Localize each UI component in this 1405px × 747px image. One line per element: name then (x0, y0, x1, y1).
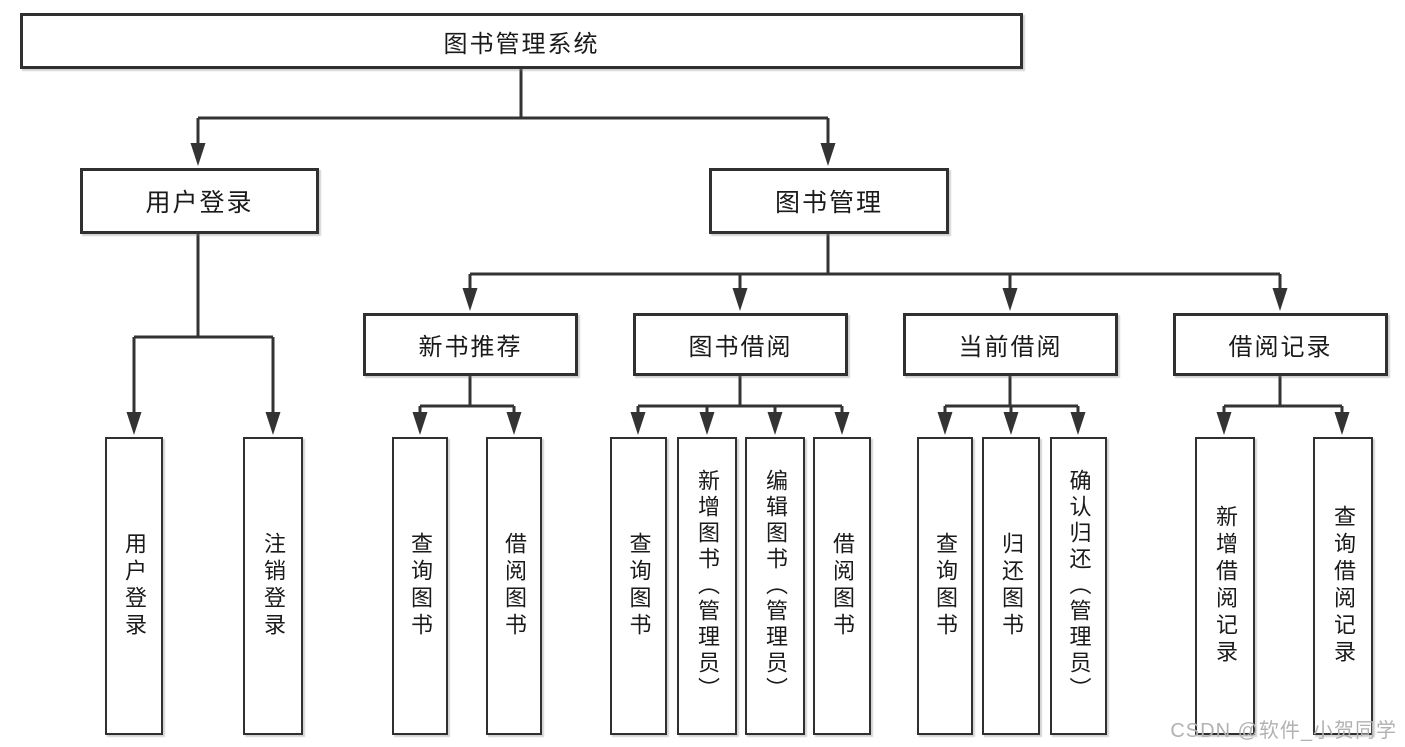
leaf-record-query-borrow-record-label: 查询借阅记录 (1331, 505, 1356, 667)
leaf-current-confirm-return-admin-label: 确认归还（管理员） (1066, 469, 1092, 703)
node-book-borrow: 图书借阅 (633, 313, 848, 376)
node-book-management: 图书管理 (709, 168, 949, 234)
connector-user-login-children (126, 234, 281, 435)
leaf-borrow-edit-books-admin-label: 编辑图书（管理员） (763, 469, 788, 703)
csdn-watermark: CSDN @软件_小贺同学 (1170, 720, 1397, 742)
leaf-newbook-borrow-books-label: 借阅图书 (502, 532, 527, 640)
leaf-record-add-borrow-record: 新增借阅记录 (1195, 437, 1255, 735)
leaf-newbook-query-books: 查询图书 (392, 437, 448, 735)
node-user-login-label: 用户登录 (145, 189, 254, 217)
leaf-logout: 注销登录 (243, 437, 303, 735)
node-root-system: 图书管理系统 (20, 13, 1023, 69)
leaf-user-login: 用户登录 (105, 437, 163, 735)
leaf-borrow-query-books-label: 查询图书 (626, 532, 652, 640)
leaf-logout-label: 注销登录 (261, 532, 286, 640)
node-book-management-label: 图书管理 (774, 189, 883, 217)
connector-book-borrow-children (630, 376, 850, 435)
node-current-borrow-label: 当前借阅 (958, 334, 1063, 361)
connector-book-mgmt-children (462, 234, 1288, 311)
node-root-system-label: 图书管理系统 (443, 30, 600, 58)
connector-borrow-record-children (1216, 376, 1350, 435)
leaf-borrow-borrow-books: 借阅图书 (813, 437, 871, 735)
leaf-current-return-books: 归还图书 (982, 437, 1040, 735)
node-borrow-record: 借阅记录 (1173, 313, 1388, 376)
leaf-current-return-books-label: 归还图书 (999, 532, 1024, 640)
connector-root-to-level2 (190, 68, 836, 166)
leaf-user-login-label: 用户登录 (122, 532, 147, 640)
leaf-current-query-books-label: 查询图书 (933, 532, 958, 640)
leaf-borrow-borrow-books-label: 借阅图书 (830, 532, 855, 640)
node-current-borrow: 当前借阅 (903, 313, 1118, 376)
node-new-book-recommend: 新书推荐 (363, 313, 578, 376)
leaf-record-query-borrow-record: 查询借阅记录 (1313, 437, 1373, 735)
leaf-borrow-edit-books-admin: 编辑图书（管理员） (745, 437, 805, 735)
leaf-current-query-books: 查询图书 (917, 437, 973, 735)
node-new-book-recommend-label: 新书推荐 (418, 334, 523, 361)
connector-new-book-children (412, 376, 522, 435)
node-borrow-record-label: 借阅记录 (1228, 334, 1333, 361)
leaf-borrow-add-books-admin: 新增图书（管理员） (677, 437, 737, 735)
leaf-newbook-query-books-label: 查询图书 (408, 532, 433, 640)
leaf-newbook-borrow-books: 借阅图书 (486, 437, 542, 735)
node-book-borrow-label: 图书借阅 (688, 334, 793, 361)
leaf-borrow-add-books-admin-label: 新增图书（管理员） (695, 469, 720, 703)
node-user-login: 用户登录 (80, 168, 319, 234)
leaf-current-confirm-return-admin: 确认归还（管理员） (1050, 437, 1107, 735)
leaf-borrow-query-books: 查询图书 (610, 437, 667, 735)
connector-current-borrow-children (937, 376, 1086, 435)
leaf-record-add-borrow-record-label: 新增借阅记录 (1213, 505, 1238, 667)
